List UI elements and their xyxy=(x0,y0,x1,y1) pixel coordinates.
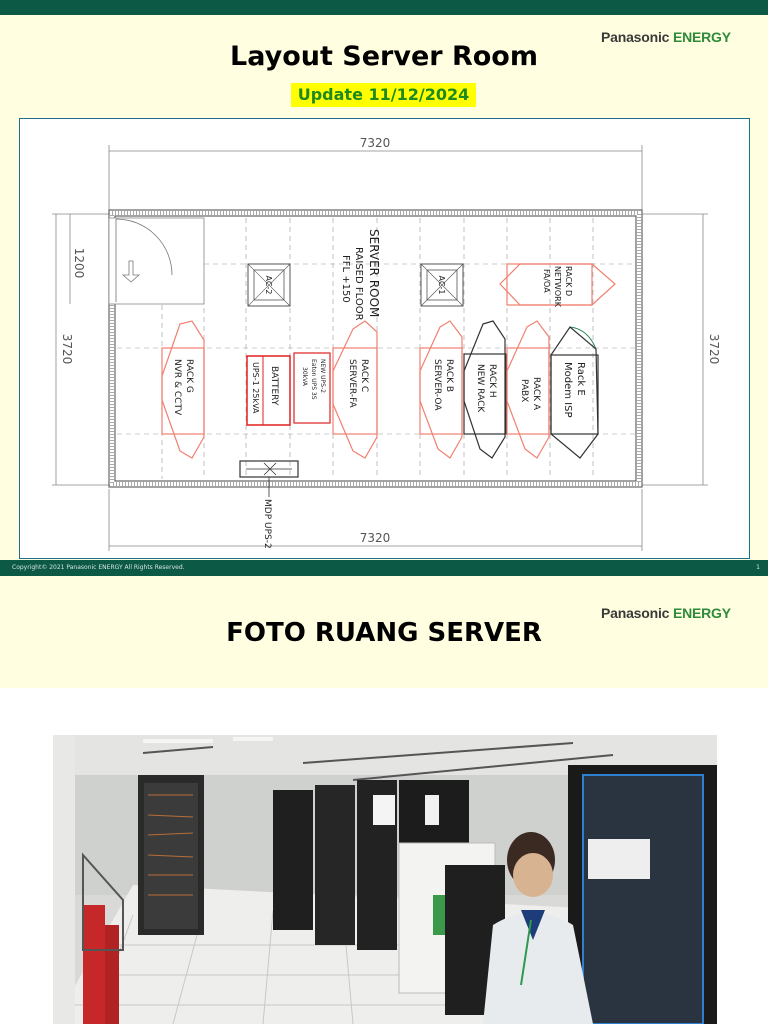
ac1-unit: AC-1 xyxy=(420,263,464,307)
dim-right-label: 3720 xyxy=(707,334,721,365)
logo-brand: Panasonic xyxy=(601,29,670,45)
room-wall-outer xyxy=(108,209,643,488)
svg-text:RAISED FLOOR: RAISED FLOOR xyxy=(353,247,364,321)
svg-text:RACK H: RACK H xyxy=(487,364,497,398)
svg-text:NETWORK: NETWORK xyxy=(553,266,562,308)
svg-text:Eaton UPS 3S: Eaton UPS 3S xyxy=(310,359,317,400)
svg-text:RACK G: RACK G xyxy=(184,359,194,393)
svg-text:NEW RACK: NEW RACK xyxy=(475,364,485,413)
ac1-label: AC-1 xyxy=(437,276,446,295)
floor-plan: 7320 7320 3720 1200 3720 xyxy=(19,118,750,559)
room-label: SERVER ROOM RAISED FLOOR FFL +150 xyxy=(340,229,381,321)
rack-d: RACK D NETWORK FA/OA xyxy=(499,263,616,308)
dim-top-label: 7320 xyxy=(360,136,391,150)
panasonic-energy-logo: Panasonic ENERGY xyxy=(601,605,731,621)
slide-title: FOTO RUANG SERVER xyxy=(226,618,542,648)
svg-text:RACK D: RACK D xyxy=(564,266,573,296)
rack-g: RACK G NVR & CCTV xyxy=(161,320,205,459)
svg-text:SERVER-OA: SERVER-OA xyxy=(432,359,442,411)
svg-text:SERVER ROOM: SERVER ROOM xyxy=(367,229,381,317)
room-wall-inner xyxy=(114,215,637,482)
copyright-text: Copyright© 2021 Panasonic ENERGY All Rig… xyxy=(12,564,185,571)
svg-text:UPS-1 25kVA: UPS-1 25kVA xyxy=(251,362,260,414)
rack-c: RACK C SERVER-FA xyxy=(332,320,378,459)
svg-text:FA/OA: FA/OA xyxy=(542,269,551,293)
logo-brand: Panasonic xyxy=(601,605,670,621)
svg-text:Modem ISP: Modem ISP xyxy=(562,362,573,418)
slide-header xyxy=(0,592,768,688)
svg-text:PABX: PABX xyxy=(519,379,529,402)
svg-text:FFL +150: FFL +150 xyxy=(340,255,351,303)
svg-text:RACK C: RACK C xyxy=(359,359,369,392)
svg-text:NEW UPS-2: NEW UPS-2 xyxy=(319,359,326,393)
mdp-ups2: MDP UPS-2 xyxy=(239,460,299,549)
svg-text:RACK A: RACK A xyxy=(531,377,541,411)
svg-text:SERVER-FA: SERVER-FA xyxy=(347,359,357,408)
slide-top-bar xyxy=(0,0,768,15)
battery-ups1: BATTERY UPS-1 25kVA xyxy=(246,355,291,426)
slide-photo: Panasonic ENERGY FOTO RUANG SERVER xyxy=(0,592,768,1024)
page-number: 1 xyxy=(756,564,760,571)
floor-plan-drawing: 7320 7320 3720 1200 3720 xyxy=(52,136,721,551)
ac2-label: AC-2 xyxy=(264,276,273,295)
dim-door-label: 1200 xyxy=(72,248,86,279)
svg-text:RACK B: RACK B xyxy=(444,359,454,392)
ac2-unit: AC-2 xyxy=(247,263,291,307)
rack-h: RACK H NEW RACK xyxy=(463,320,507,459)
panasonic-energy-logo: Panasonic ENERGY xyxy=(601,29,731,45)
slide-layout: Panasonic ENERGY Layout Server Room Upda… xyxy=(0,0,768,592)
dim-left-label: 3720 xyxy=(60,334,74,365)
rack-e: Rack E Modem ISP xyxy=(550,326,599,459)
svg-text:MDP UPS-2: MDP UPS-2 xyxy=(262,499,272,549)
svg-text:30kVA: 30kVA xyxy=(301,367,308,387)
slide-footer: Copyright© 2021 Panasonic ENERGY All Rig… xyxy=(0,560,768,576)
update-date-badge: Update 11/12/2024 xyxy=(291,83,476,107)
svg-text:NVR & CCTV: NVR & CCTV xyxy=(172,359,182,416)
new-ups2: NEW UPS-2 Eaton UPS 3S 30kVA xyxy=(293,352,331,424)
door-area xyxy=(108,217,205,305)
server-room-photo xyxy=(53,735,717,1024)
rack-b: RACK B SERVER-OA xyxy=(419,320,463,459)
svg-text:Rack E: Rack E xyxy=(575,362,586,396)
logo-energy: ENERGY xyxy=(672,605,731,621)
logo-energy: ENERGY xyxy=(672,29,731,45)
dim-bottom-label: 7320 xyxy=(360,531,391,545)
slide-title: Layout Server Room xyxy=(230,41,538,72)
rack-a: RACK A PABX xyxy=(506,320,550,459)
server-room-photo-illustration xyxy=(53,735,717,1024)
svg-text:BATTERY: BATTERY xyxy=(269,366,279,406)
